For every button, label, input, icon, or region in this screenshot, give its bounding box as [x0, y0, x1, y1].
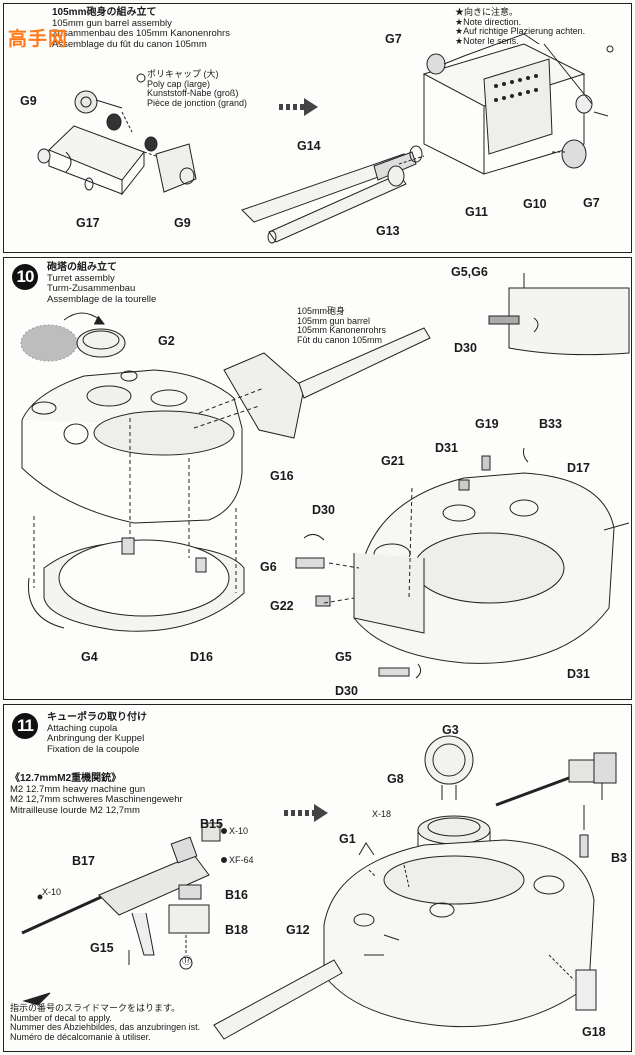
barrel-note-fr: Fût du canon 105mm	[297, 334, 383, 345]
part-label-g9: G9	[20, 94, 37, 108]
part-label-g4: G4	[81, 650, 98, 664]
part-label-g7: G7	[385, 32, 402, 46]
part-label-d16: D16	[190, 650, 213, 664]
decal-note-fr: Numéro de décalcomanie à utiliser.	[10, 1031, 151, 1042]
step-11-panel: 11 キューポラの取り付け Attaching cupola Anbringun…	[3, 704, 632, 1052]
paint-label-x10: X-10	[42, 887, 62, 897]
mg-note-jp: 《12.7mmM2重機関銃》	[10, 773, 122, 784]
mg-note-en: M2 12.7mm heavy machine gun	[10, 783, 146, 795]
step-11-title: キューポラの取り付け Attaching cupola Anbringung d…	[47, 712, 147, 755]
barrel-note: 105mm砲身 105mm gun barrel 105mm Kanonenro…	[297, 306, 387, 345]
mg-note: 《12.7mmM2重機関銃》 M2 12.7mm heavy machine g…	[10, 773, 183, 816]
part-label-g11: G11	[465, 205, 488, 219]
step-11-title-de: Anbringung der Kuppel	[47, 733, 145, 744]
polycap-jp: ポリキャップ (大)	[147, 69, 219, 79]
barrel-note-jp: 105mm砲身	[297, 306, 346, 316]
part-label-d17: D17	[567, 461, 590, 475]
watermark-logo: 高手网	[8, 29, 69, 50]
part-label-g9: G9	[174, 216, 191, 230]
part-label-b16: B16	[225, 888, 248, 902]
step-9-title-fr: Assemblage du fût du canon 105mm	[52, 38, 207, 50]
step-9-title-de: Zusammenbau des 105mm Kanonenrohrs	[52, 28, 230, 39]
decal-number-icon: ⑰	[182, 956, 192, 967]
step-11-title-fr: Fixation de la coupole	[47, 743, 140, 755]
part-label-g10: G10	[523, 197, 547, 211]
step-10-panel: 10 砲塔の組み立て Turret assembly Turm-Zusammen…	[3, 257, 632, 700]
part-label-d30: D30	[335, 684, 358, 698]
part-label-g22: G22	[270, 599, 294, 613]
step-10-title-jp: 砲塔の組み立て	[47, 262, 117, 273]
step-11-illustration	[4, 705, 632, 1052]
polycap-en: Poly cap (large)	[147, 78, 211, 89]
part-label-d30: D30	[312, 503, 335, 517]
mg-note-de: M2 12,7mm schweres Maschinengewehr	[10, 794, 183, 805]
direction-note: ★向きに注意。 ★Note direction. ★Auf richtige P…	[455, 7, 586, 46]
part-label-g18: G18	[582, 1025, 606, 1039]
part-label-b3: B3	[611, 851, 627, 865]
decal-note-en: Number of decal to apply.	[10, 1012, 112, 1023]
decal-note-jp: 指示の番号のスライドマークをはります。	[10, 1003, 181, 1013]
step-10-title-en: Turret assembly	[47, 272, 115, 284]
part-label-g5-g6: G5,G6	[451, 265, 488, 279]
mg-note-fr: Mitrailleuse lourde M2 12,7mm	[10, 804, 140, 816]
direction-note-jp: ★向きに注意。	[455, 7, 519, 17]
paint-label-xf64: XF-64	[229, 855, 254, 865]
step-11-number: 11	[12, 713, 38, 739]
step-9-panel: 105mm砲身の組み立て 105mm gun barrel assembly Z…	[3, 3, 632, 253]
step-9-title: 105mm砲身の組み立て 105mm gun barrel assembly Z…	[52, 7, 230, 50]
part-label-g13: G13	[376, 224, 400, 238]
direction-note-en: ★Note direction.	[455, 16, 522, 27]
step-10-illustration	[4, 258, 632, 700]
part-label-g19: G19	[475, 417, 499, 431]
part-label-d31: D31	[435, 441, 458, 455]
paint-label-x18: X-18	[372, 809, 392, 819]
step-9-title-jp: 105mm砲身の組み立て	[52, 7, 157, 18]
barrel-note-de: 105mm Kanonenrohrs	[297, 325, 387, 335]
part-label-g1: G1	[339, 832, 356, 846]
part-label-g12: G12	[286, 923, 310, 937]
direction-note-fr: ★Noter le sens.	[455, 35, 519, 46]
step-11-title-jp: キューポラの取り付け	[47, 712, 147, 723]
part-label-g8: G8	[387, 772, 404, 786]
decal-note-de: Nummer des Abziehbildes, das anzubringen…	[10, 1022, 201, 1032]
part-label-b33: B33	[539, 417, 562, 431]
part-label-g16: G16	[270, 469, 294, 483]
step-10-number: 10	[12, 264, 38, 290]
part-label-d31: D31	[567, 667, 590, 681]
polycap-de: Kunststoff-Nabe (groß)	[147, 88, 239, 98]
decal-note: 指示の番号のスライドマークをはります。 Number of decal to a…	[10, 1003, 201, 1042]
part-label-b18: B18	[225, 923, 248, 937]
part-label-g6: G6	[260, 560, 277, 574]
part-label-g2: G2	[158, 334, 175, 348]
step-10-title: 砲塔の組み立て Turret assembly Turm-Zusammenbau…	[47, 262, 157, 305]
step-10-title-de: Turm-Zusammenbau	[47, 283, 136, 294]
direction-note-de: ★Auf richtige Plazierung achten.	[455, 26, 586, 36]
polycap-note: ポリキャップ (大) Poly cap (large) Kunststoff-N…	[147, 69, 248, 108]
part-label-g15: G15	[90, 941, 114, 955]
step-11-title-en: Attaching cupola	[47, 722, 118, 734]
part-label-b15: B15	[200, 817, 223, 831]
part-label-g7: G7	[583, 196, 600, 210]
part-label-g21: G21	[381, 454, 405, 468]
barrel-note-en: 105mm gun barrel	[297, 315, 371, 326]
part-label-d30: D30	[454, 341, 477, 355]
step-9-illustration	[4, 4, 632, 253]
part-label-g5: G5	[335, 650, 352, 664]
part-label-g17: G17	[76, 216, 100, 230]
step-10-title-fr: Assemblage de la tourelle	[47, 293, 157, 305]
paint-label-x10: X-10	[229, 826, 249, 836]
part-label-g14: G14	[297, 139, 321, 153]
polycap-fr: Pièce de jonction (grand)	[147, 97, 248, 108]
part-label-b17: B17	[72, 854, 95, 868]
part-label-g3: G3	[442, 723, 459, 737]
step-9-title-en: 105mm gun barrel assembly	[52, 17, 172, 29]
